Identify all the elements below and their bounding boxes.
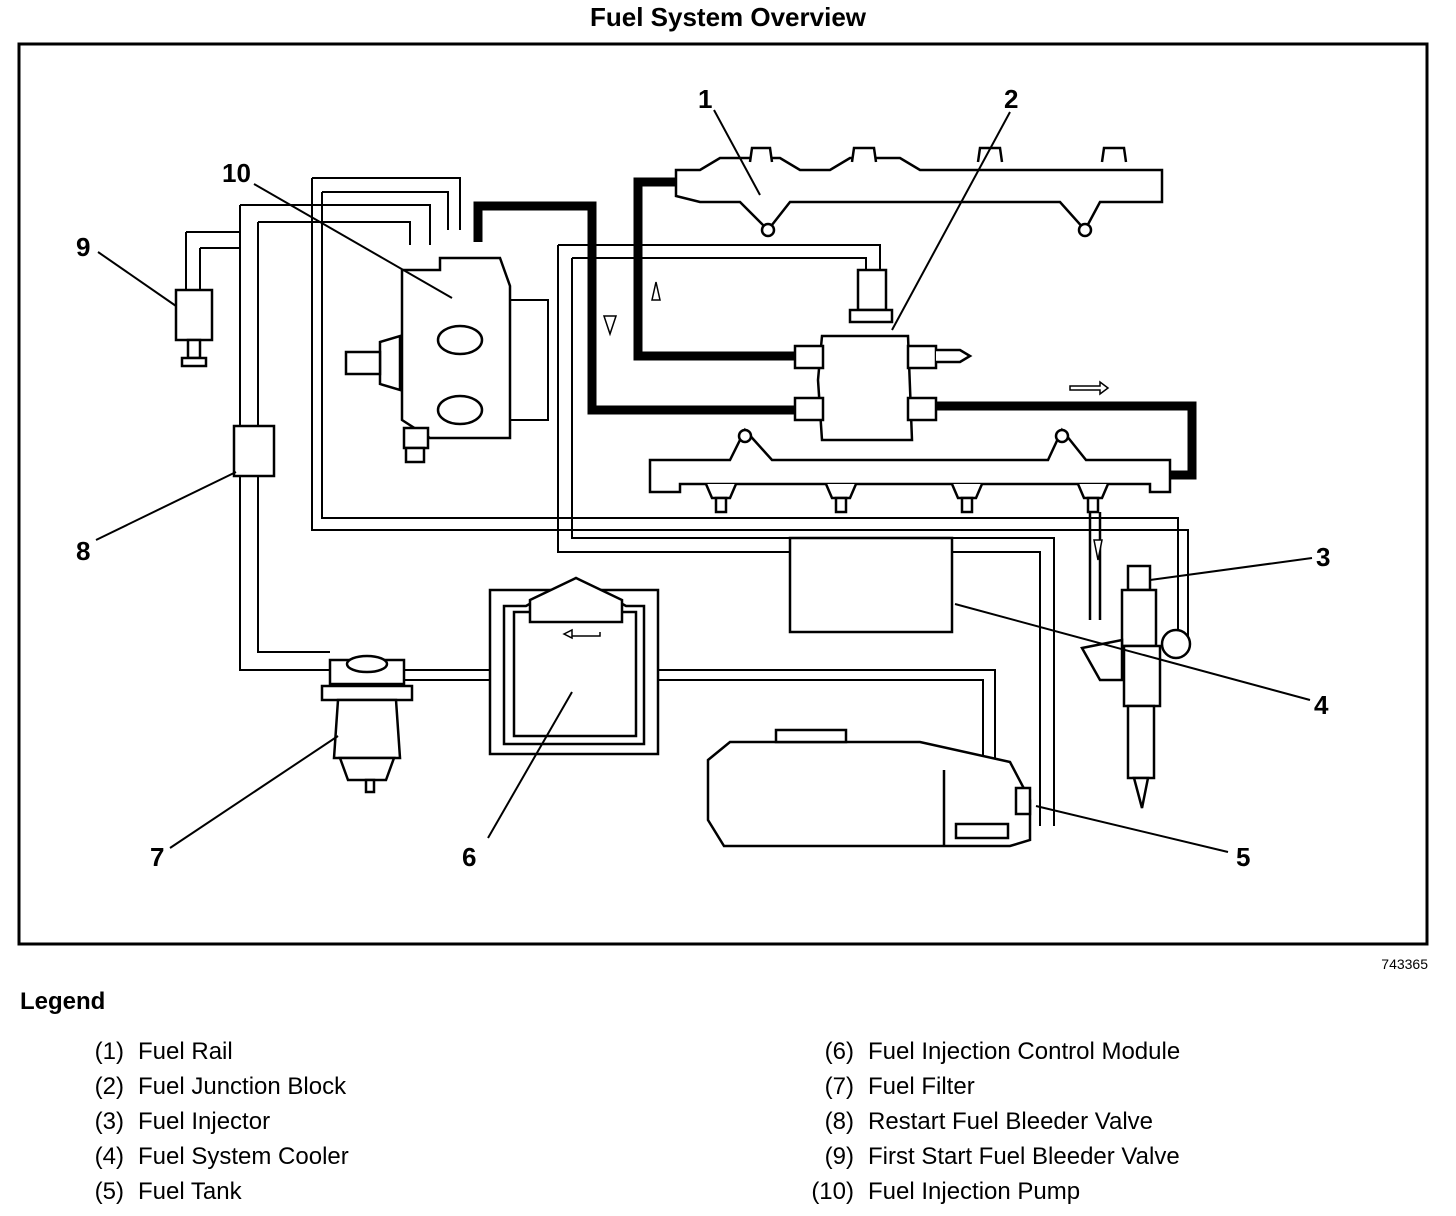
legend-number: (7) — [824, 1073, 854, 1100]
page-title: Fuel System Overview — [589, 2, 867, 32]
fuel-system-diagram: 1 2 3 4 5 6 7 8 9 10 — [17, 42, 1429, 946]
legend-item: (3) Fuel Injector — [60, 1108, 349, 1143]
diagram-frame — [17, 42, 1429, 946]
legend-label: Fuel Injection Control Module — [868, 1038, 1181, 1065]
fuel-rail-lower — [648, 427, 1172, 514]
high-pressure-lines — [473, 177, 1197, 480]
legend-label: Fuel Rail — [138, 1038, 233, 1065]
fuel-filter — [320, 654, 414, 794]
legend-number: (8) — [824, 1108, 854, 1135]
fuel-injector — [1080, 512, 1192, 809]
legend-item: (7) Fuel Filter — [790, 1073, 1180, 1108]
callout-2: 2 — [1004, 84, 1018, 114]
fuel-lines — [185, 177, 1189, 826]
callout-10: 10 — [222, 158, 251, 188]
legend-number: (6) — [824, 1038, 854, 1065]
legend-column-right: (6) Fuel Injection Control Module (7) Fuel… — [790, 1038, 1180, 1213]
first-start-bleeder-valve — [174, 288, 214, 368]
legend-label: Fuel System Cooler — [138, 1143, 349, 1170]
legend-item: (1) Fuel Rail — [60, 1038, 349, 1073]
legend-number: (5) — [94, 1178, 124, 1205]
callout-5: 5 — [1236, 842, 1250, 872]
legend-item: (5) Fuel Tank — [60, 1178, 349, 1213]
flow-arrows — [562, 281, 1110, 640]
restart-bleeder-valve — [232, 424, 276, 478]
legend-label: Fuel Junction Block — [138, 1073, 347, 1100]
callout-8: 8 — [76, 536, 90, 566]
legend-item: (2) Fuel Junction Block — [60, 1073, 349, 1108]
fuel-tank — [706, 728, 1032, 848]
legend-item: (10) Fuel Injection Pump — [790, 1178, 1180, 1213]
callout-6: 6 — [462, 842, 476, 872]
legend-item: (4) Fuel System Cooler — [60, 1143, 349, 1178]
legend-label: Fuel Injector — [138, 1108, 271, 1135]
legend-number: (1) — [94, 1038, 124, 1065]
legend-label: Fuel Injection Pump — [868, 1178, 1081, 1205]
legend-column-left: (1) Fuel Rail (2) Fuel Junction Block (3) F… — [60, 1038, 349, 1213]
figure-id: 743365 — [1381, 956, 1428, 972]
callout-1: 1 — [698, 84, 712, 114]
legend-label: Fuel Filter — [868, 1073, 975, 1100]
fuel-system-cooler — [788, 536, 954, 634]
legend-number: (3) — [94, 1108, 124, 1135]
callout-9: 9 — [76, 232, 90, 262]
callout-3: 3 — [1316, 542, 1330, 572]
legend-number: (10) — [811, 1178, 854, 1205]
legend-number: (4) — [94, 1143, 124, 1170]
callout-7: 7 — [150, 842, 164, 872]
legend-label: Fuel Tank — [138, 1178, 242, 1205]
legend-item: (9) First Start Fuel Bleeder Valve — [790, 1143, 1180, 1178]
legend-label: First Start Fuel Bleeder Valve — [868, 1143, 1180, 1170]
legend-number: (2) — [94, 1073, 124, 1100]
legend-label: Restart Fuel Bleeder Valve — [868, 1108, 1154, 1135]
injection-pump — [344, 256, 512, 464]
legend-item: (8) Restart Fuel Bleeder Valve — [790, 1108, 1180, 1143]
junction-block — [793, 268, 973, 442]
legend-number: (9) — [824, 1143, 854, 1170]
control-module — [488, 576, 660, 756]
legend-item: (6) Fuel Injection Control Module — [790, 1038, 1181, 1073]
fuel-rail-upper — [674, 146, 1164, 238]
callout-4: 4 — [1314, 690, 1329, 720]
legend-heading: Legend — [20, 988, 106, 1015]
callout-leaders — [95, 109, 1313, 853]
